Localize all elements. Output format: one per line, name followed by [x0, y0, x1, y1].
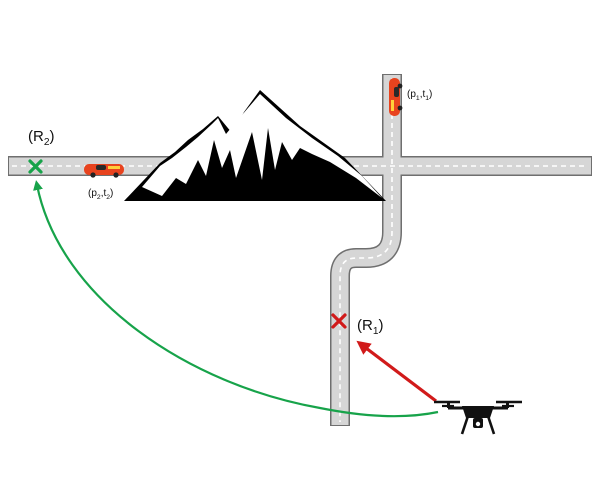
race-car-icon: [84, 164, 124, 178]
target-r2-marker: [28, 159, 43, 174]
label-p1-t1: (p1,t1): [407, 89, 432, 102]
red-direct-arrow: [356, 340, 437, 403]
race-car-icon: [389, 78, 403, 116]
car-wheel: [397, 83, 403, 89]
lane-dashes-vertical: [339, 78, 393, 422]
drone-leg: [460, 415, 496, 435]
car-window: [394, 87, 399, 97]
x-mark-icon: [331, 313, 347, 329]
drone-rotor-hub: [447, 402, 450, 408]
label-r1: (R1): [357, 317, 384, 337]
mountain-icon: [124, 90, 386, 201]
car-wheel: [113, 172, 119, 178]
car-stripe: [108, 166, 120, 169]
car-wheel: [397, 105, 403, 111]
drone-rotor-hub: [506, 402, 509, 408]
car-wheel: [90, 172, 96, 178]
car-body: [389, 78, 400, 116]
car-stripe: [391, 100, 394, 111]
car-window: [96, 165, 106, 170]
drone-body: [462, 406, 494, 418]
label-p2-t2: (p2,t2): [88, 188, 113, 201]
mountain-snow: [142, 94, 382, 198]
label-r2: (R2): [28, 128, 55, 148]
green-flight-path: [33, 180, 439, 418]
quadcopter-drone-icon: [434, 400, 522, 435]
target-r1-marker: [331, 313, 347, 329]
drone-camera-lens: [475, 421, 481, 427]
x-mark-icon: [28, 159, 43, 174]
